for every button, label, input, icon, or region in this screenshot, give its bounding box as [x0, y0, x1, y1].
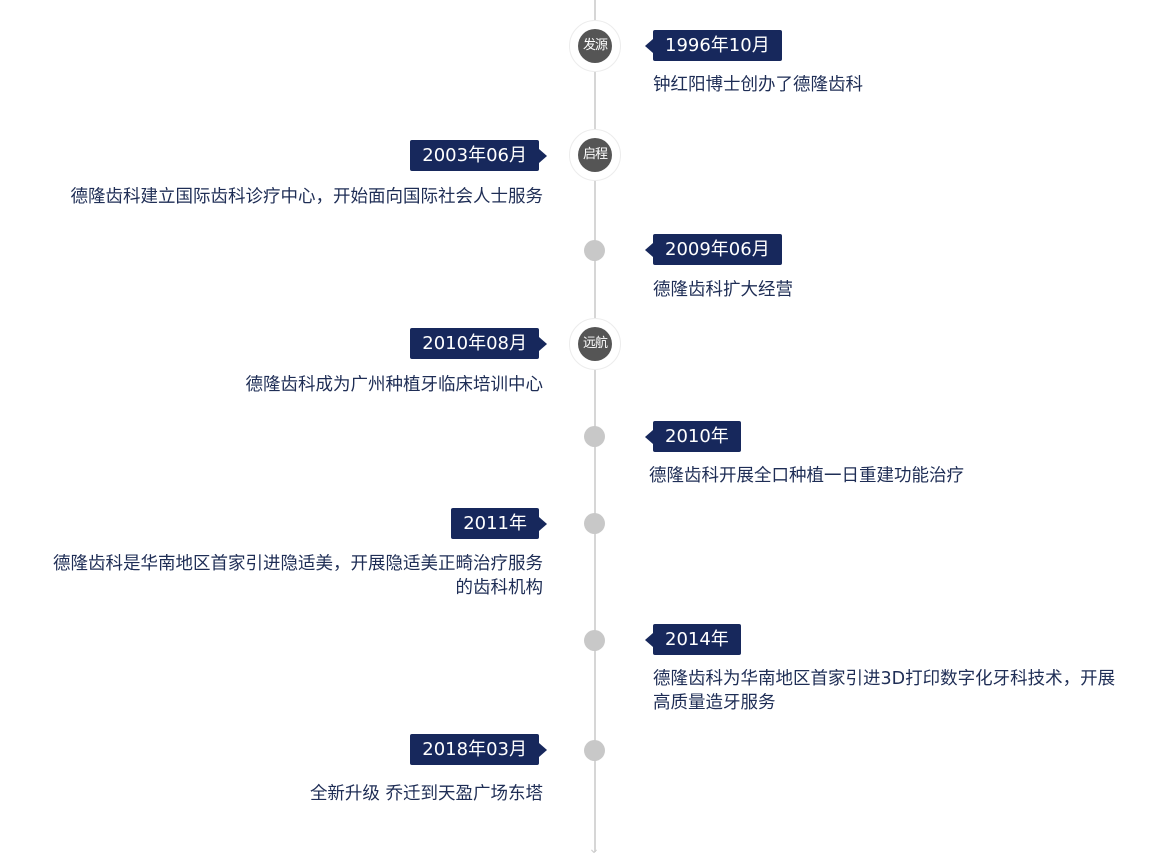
- event-description: 德隆齿科成为广州种植牙临床培训中心: [245, 375, 544, 395]
- timeline-node-voyage: 远航: [569, 318, 621, 370]
- timeline-dot: [584, 740, 605, 761]
- timeline-dot: [584, 240, 605, 261]
- stage-label: 发源: [578, 29, 612, 63]
- event-description: 德隆齿科是华南地区首家引进隐适美，开展隐适美正畸治疗服务 的齿科机构: [53, 552, 543, 600]
- event-description: 钟红阳博士创办了德隆齿科: [653, 75, 863, 95]
- event-description-line: 高质量造牙服务: [653, 693, 776, 713]
- event-description: 德隆齿科建立国际齿科诊疗中心，开始面向国际社会人士服务: [70, 187, 544, 207]
- timeline-node-origin: 发源: [569, 20, 621, 72]
- date-tag: 2003年06月: [410, 140, 547, 171]
- stage-label: 启程: [578, 138, 612, 172]
- date-tag: 2010年: [645, 421, 741, 452]
- event-description: 德隆齿科开展全口种植一日重建功能治疗: [649, 466, 964, 486]
- event-description: 德隆齿科为华南地区首家引进3D打印数字化牙科技术，开展 高质量造牙服务: [653, 667, 1175, 715]
- date-tag: 2010年08月: [410, 328, 547, 359]
- date-tag: 2009年06月: [645, 234, 782, 265]
- event-description-line: 的齿科机构: [455, 578, 544, 598]
- event-description-line: 德隆齿科为华南地区首家引进3D打印数字化牙科技术，开展: [653, 669, 1116, 689]
- date-tag: 2014年: [645, 624, 741, 655]
- timeline-dot: [584, 426, 605, 447]
- chevron-down-icon: ⌄: [588, 841, 600, 857]
- event-description-line: 德隆齿科是华南地区首家引进隐适美，开展隐适美正畸治疗服务: [53, 554, 543, 574]
- event-description: 全新升级 乔迁到天盈广场东塔: [309, 784, 543, 804]
- timeline-node-start: 启程: [569, 129, 621, 181]
- timeline-dot: [584, 513, 605, 534]
- date-tag: 2018年03月: [410, 734, 547, 765]
- date-tag: 1996年10月: [645, 30, 782, 61]
- event-description: 德隆齿科扩大经营: [653, 280, 793, 300]
- timeline-dot: [584, 630, 605, 651]
- stage-label: 远航: [578, 327, 612, 361]
- date-tag: 2011年: [451, 508, 547, 539]
